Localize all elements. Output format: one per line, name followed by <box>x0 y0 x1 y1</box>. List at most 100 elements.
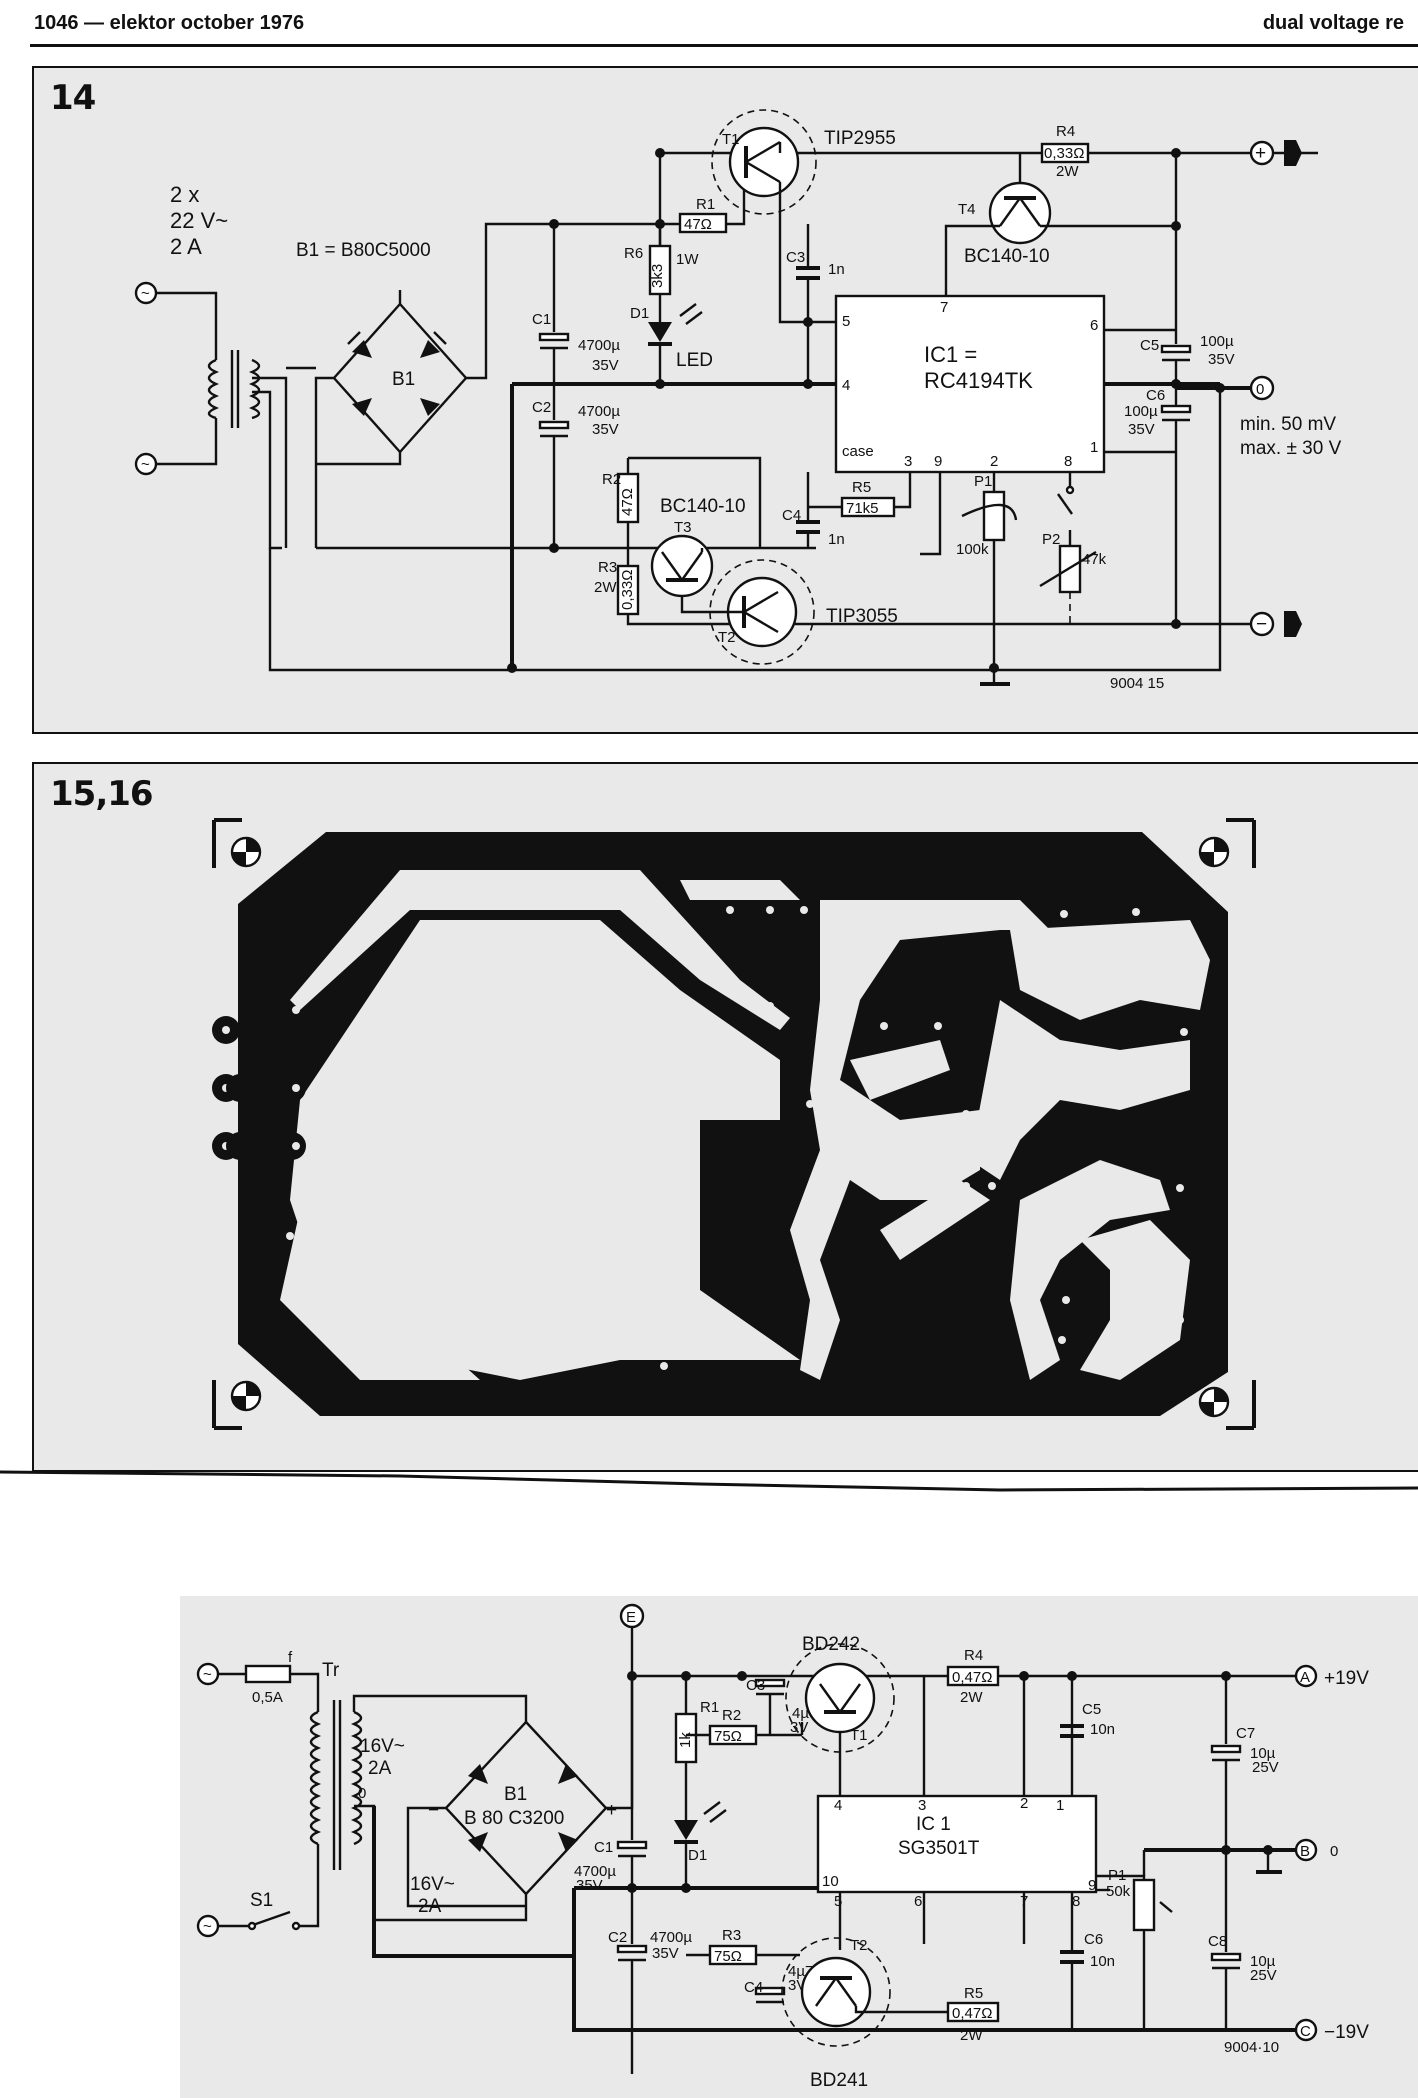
bottom-ic1-pin-5: 5 <box>834 1893 842 1910</box>
r4-label: R4 <box>1056 123 1075 140</box>
bridge-minus: − <box>428 1800 439 1821</box>
bottom-t1-type: BD242 <box>802 1634 860 1655</box>
figure-14-schematic: ~ ~ 2 x 22 V~ 2 A B1 = B80C5000 B1 C1 47… <box>134 109 1342 692</box>
bottom-p1-pot <box>1132 1878 1156 1932</box>
out-b: B <box>1300 1843 1310 1860</box>
bottom-t2-transistor <box>781 1937 891 2047</box>
c2 <box>538 420 570 430</box>
s1-label: S1 <box>250 1890 273 1911</box>
svg-text:~: ~ <box>141 456 150 473</box>
bottom-c2-label: C2 <box>608 1929 627 1946</box>
bridge-plus: + <box>606 1800 617 1821</box>
c3-label: C3 <box>786 249 805 266</box>
c5 <box>1160 344 1192 354</box>
c5-label: C5 <box>1140 337 1159 354</box>
r5-label: R5 <box>852 479 871 496</box>
bottom-ic1-pin-8: 8 <box>1072 1893 1080 1910</box>
fuse-value: 0,5A <box>252 1689 283 1706</box>
bottom-c5-label: C5 <box>1082 1701 1101 1718</box>
t2-type: TIP3055 <box>826 606 898 627</box>
bottom-ic1-pin-10: 10 <box>822 1873 839 1890</box>
bottom-ic1-pin-1: 1 <box>1056 1797 1064 1814</box>
bottom-c3-label: C3 <box>746 1677 765 1694</box>
d1-led <box>648 322 672 342</box>
out-a: A <box>1300 1669 1310 1686</box>
output-note-1: min. 50 mV <box>1240 414 1336 435</box>
p2-label: P2 <box>1042 531 1060 548</box>
d1-type: LED <box>676 350 713 371</box>
bottom-r4-power: 2W <box>960 1689 983 1706</box>
header-rule <box>30 44 1418 47</box>
out-minus: − <box>1256 614 1267 635</box>
t3-label: T3 <box>674 519 692 536</box>
bottom-c2 <box>616 1944 648 1954</box>
transformer-line2: 22 V~ <box>170 208 228 233</box>
figure-1516-number: 15,16 <box>50 774 154 814</box>
t4-type: BC140-10 <box>964 246 1050 267</box>
bottom-c3 <box>754 1678 786 1688</box>
ic1-pin-2: 2 <box>990 453 998 470</box>
c5-value: 100µ <box>1200 333 1234 350</box>
fuse-label: f <box>288 1649 293 1666</box>
page-header-left: 1046 — elektor october 1976 <box>34 12 305 34</box>
figure-14-code: 9004 15 <box>1110 675 1164 692</box>
sec2-v: 16V~ <box>410 1874 455 1895</box>
bottom-r4-value: 0,47Ω <box>952 1669 992 1686</box>
c1-value: 4700µ <box>578 337 620 354</box>
r2-label: R2 <box>602 471 621 488</box>
c5-volt: 35V <box>1208 351 1235 368</box>
bottom-r5 <box>946 2001 1000 2023</box>
out-plus: + <box>1255 143 1266 164</box>
bottom-c1-volt: 35V <box>576 1877 603 1894</box>
t1-label: T1 <box>722 131 740 148</box>
bottom-c3-volt: 3V <box>790 1719 808 1736</box>
bottom-c7-volt: 25V <box>1252 1759 1279 1776</box>
r4-value: 0,33Ω <box>1044 145 1084 162</box>
t3-type: BC140-10 <box>660 496 746 517</box>
bottom-c7 <box>1210 1744 1242 1754</box>
ic1-pin-6: 6 <box>1090 317 1098 334</box>
output-note-2: max. ± 30 V <box>1240 438 1342 459</box>
bottom-r3-value: 75Ω <box>714 1948 742 1965</box>
ic1-pin-case: case <box>842 443 874 460</box>
out-a-voltage: +19V <box>1324 1668 1369 1689</box>
bridge-label: B1 <box>392 369 415 390</box>
c1-label: C1 <box>532 311 551 328</box>
paper-tear <box>0 1470 1418 1492</box>
bottom-r4-label: R4 <box>964 1647 983 1664</box>
t1-type: TIP2955 <box>824 128 896 149</box>
ic1-pin-8: 8 <box>1064 453 1072 470</box>
c6-volt: 35V <box>1128 421 1155 438</box>
ic1-pin-7: 7 <box>940 299 948 316</box>
r4-power: 2W <box>1056 163 1079 180</box>
bottom-r5-value: 0,47Ω <box>952 2005 992 2022</box>
c1-volt: 35V <box>592 357 619 374</box>
ic1-pin-3: 3 <box>904 453 912 470</box>
pcb-pads <box>212 906 1188 1370</box>
out-c-voltage: −19V <box>1324 2022 1369 2043</box>
bottom-r3-label: R3 <box>722 1927 741 1944</box>
bottom-ic1-type: SG3501T <box>898 1838 980 1859</box>
pcb-corner-marks <box>212 818 1256 1430</box>
out-b-voltage: 0 <box>1330 1843 1338 1860</box>
c4-value: 1n <box>828 531 845 548</box>
tr-label: Tr <box>322 1660 340 1681</box>
bottom-c8-value: 10µ <box>1250 1953 1276 1970</box>
out-plus-terminal <box>1284 140 1302 166</box>
r1-label: R1 <box>696 196 715 213</box>
bottom-t1-label: T1 <box>850 1727 868 1744</box>
figure-14-panel: 14 <box>32 66 1418 734</box>
r3-value: 0,33Ω <box>619 570 636 610</box>
ic1-pin-9: 9 <box>934 453 942 470</box>
bottom-r4 <box>946 1665 1000 1687</box>
bottom-r2-value: 75Ω <box>714 1728 742 1745</box>
bottom-c8 <box>1210 1952 1242 1962</box>
bottom-ic1 <box>816 1794 1098 1894</box>
svg-text:~: ~ <box>141 285 150 302</box>
d1-label: D1 <box>630 305 649 322</box>
r3-power: 2W <box>594 579 617 596</box>
bottom-ic1-label: IC 1 <box>916 1814 951 1835</box>
t2-label: T2 <box>718 629 736 646</box>
r6-label: R6 <box>624 245 643 262</box>
